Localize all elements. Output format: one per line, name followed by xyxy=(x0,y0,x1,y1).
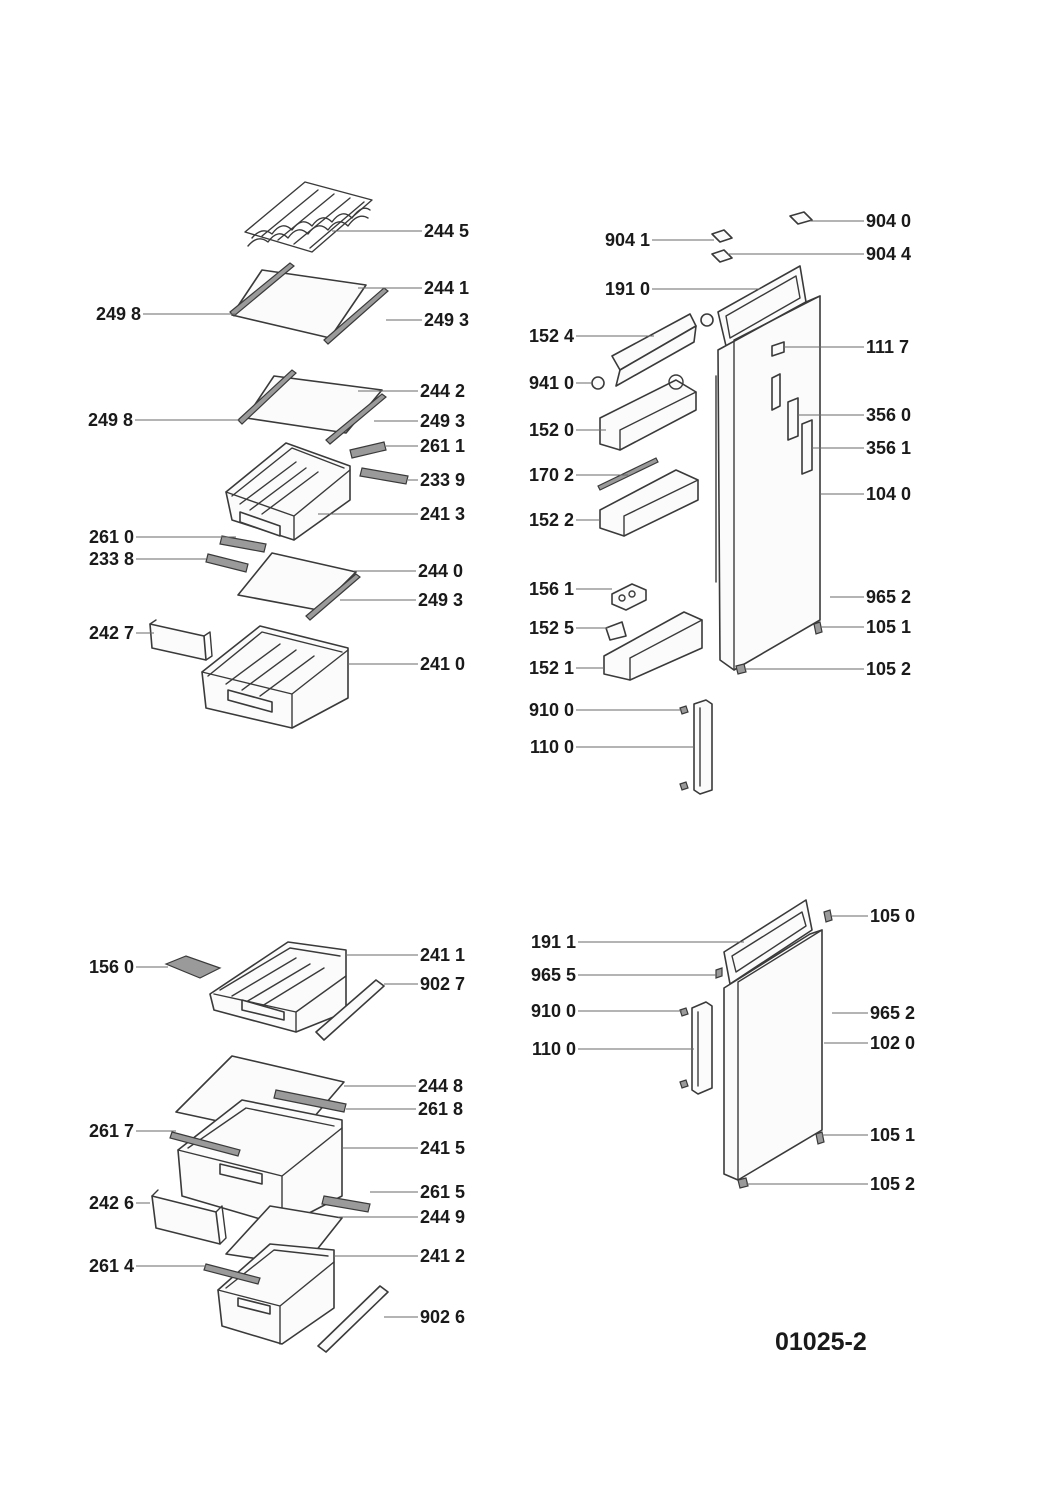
part-label-902-7: 902 7 xyxy=(420,974,466,994)
part-label-249-8: 249 8 xyxy=(87,410,133,430)
part-label-910-0: 910 0 xyxy=(528,700,574,720)
part-label-105-2: 105 2 xyxy=(866,659,912,679)
part-label-152-5: 152 5 xyxy=(528,618,574,638)
part-label-105-1: 105 1 xyxy=(870,1125,916,1145)
drawer-241-5 xyxy=(169,1099,343,1227)
part-label-249-8: 249 8 xyxy=(95,304,141,324)
part-label-261-4: 261 4 xyxy=(88,1256,134,1276)
part-label-241-5: 241 5 xyxy=(420,1138,466,1158)
part-label-111-7: 111 7 xyxy=(866,337,910,357)
part-label-191-0: 191 0 xyxy=(604,279,650,299)
document-number: 01025-2 xyxy=(775,1328,867,1356)
drawer-241-3 xyxy=(225,442,351,541)
part-label-261-8: 261 8 xyxy=(418,1099,464,1119)
drawer-241-1 xyxy=(209,941,347,1033)
part-label-261-0: 261 0 xyxy=(88,527,134,547)
ice-tray-156-0 xyxy=(164,955,222,979)
part-label-941-0: 941 0 xyxy=(528,373,574,393)
part-label-965-2: 965 2 xyxy=(870,1003,916,1023)
drawer-241-2 xyxy=(203,1243,335,1345)
part-label-191-1: 191 1 xyxy=(530,932,576,952)
drawer-front-242-7 xyxy=(149,619,213,661)
drawer-241-0 xyxy=(201,625,349,729)
part-label-241-3: 241 3 xyxy=(420,504,466,524)
part-label-244-1: 244 1 xyxy=(424,278,470,298)
rail-902-7 xyxy=(315,979,385,1041)
part-label-904-1: 904 1 xyxy=(604,230,650,250)
glass-shelf-244-2 xyxy=(237,369,387,445)
part-label-242-6: 242 6 xyxy=(88,1193,134,1213)
door-handle-110-0 xyxy=(679,699,713,795)
part-label-242-7: 242 7 xyxy=(88,623,134,643)
part-label-156-1: 156 1 xyxy=(528,579,574,599)
part-label-244-9: 244 9 xyxy=(420,1207,466,1227)
rail-261-8 xyxy=(273,1089,347,1113)
rail-261-5 xyxy=(321,1195,371,1213)
part-label-965-2: 965 2 xyxy=(866,587,912,607)
part-label-910-0: 910 0 xyxy=(530,1001,576,1021)
part-label-244-5: 244 5 xyxy=(424,221,470,241)
part-label-152-4: 152 4 xyxy=(528,326,574,346)
leader-lines xyxy=(135,220,868,1318)
drawer-front-242-6 xyxy=(151,1189,227,1245)
part-label-244-2: 244 2 xyxy=(420,381,466,401)
part-label-261-5: 261 5 xyxy=(420,1182,466,1202)
part-label-244-0: 244 0 xyxy=(418,561,464,581)
hinge-covers-904 xyxy=(711,211,813,263)
glass-shelf-244-0 xyxy=(237,552,361,621)
part-label-904-0: 904 0 xyxy=(866,211,912,231)
rail-902-6 xyxy=(317,1285,389,1353)
part-label-110-0: 110 0 xyxy=(529,737,574,757)
part-label-170-2: 170 2 xyxy=(528,465,574,485)
door-102-0 xyxy=(715,909,833,1189)
part-label-105-2: 105 2 xyxy=(870,1174,916,1194)
part-label-356-1: 356 1 xyxy=(866,438,912,458)
part-label-904-4: 904 4 xyxy=(866,244,912,264)
part-label-249-3: 249 3 xyxy=(418,590,464,610)
part-label-152-2: 152 2 xyxy=(528,510,574,530)
rails-261-1-233-9 xyxy=(349,441,409,485)
part-label-356-0: 356 0 xyxy=(866,405,912,425)
part-label-233-8: 233 8 xyxy=(88,549,134,569)
rails-261-0-233-8 xyxy=(205,535,267,573)
part-label-965-5: 965 5 xyxy=(530,965,576,985)
part-label-105-1: 105 1 xyxy=(866,617,912,637)
part-label-249-3: 249 3 xyxy=(420,411,466,431)
part-label-241-0: 241 0 xyxy=(420,654,466,674)
wine-rack-244-5 xyxy=(244,181,373,253)
door-104-0 xyxy=(715,295,823,675)
door-gasket-191-1 xyxy=(723,899,813,985)
part-label-156-0: 156 0 xyxy=(88,957,134,977)
part-label-241-2: 241 2 xyxy=(420,1246,466,1266)
part-label-241-1: 241 1 xyxy=(420,945,466,965)
part-label-261-1: 261 1 xyxy=(420,436,466,456)
glass-shelf-244-1 xyxy=(229,262,389,345)
part-label-104-0: 104 0 xyxy=(866,484,912,504)
part-label-233-9: 233 9 xyxy=(420,470,466,490)
part-label-152-0: 152 0 xyxy=(528,420,574,440)
part-label-102-0: 102 0 xyxy=(870,1033,916,1053)
door-handle-110-0-lower xyxy=(679,1001,713,1095)
part-label-249-3: 249 3 xyxy=(424,310,470,330)
part-label-152-1: 152 1 xyxy=(528,658,574,678)
door-bins xyxy=(591,313,714,681)
part-label-110-0: 110 0 xyxy=(531,1039,576,1059)
part-label-105-0: 105 0 xyxy=(870,906,916,926)
part-label-261-7: 261 7 xyxy=(88,1121,134,1141)
part-label-902-6: 902 6 xyxy=(420,1307,466,1327)
part-label-244-8: 244 8 xyxy=(418,1076,464,1096)
